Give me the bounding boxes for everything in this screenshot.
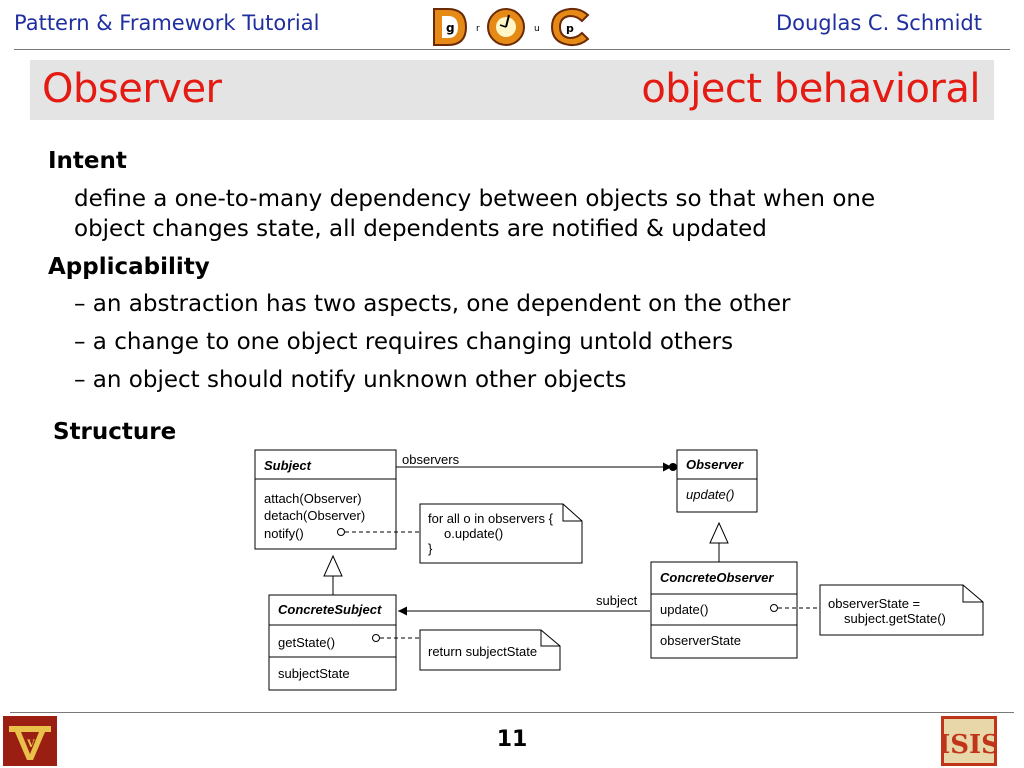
concrete-subject-op: getState() [278, 635, 335, 650]
isis-logo-text: ISIS [941, 730, 997, 760]
subject-inheritance [323, 554, 343, 595]
concrete-observer-class-name: ConcreteObserver [660, 570, 774, 585]
applicability-heading: Applicability [48, 254, 210, 280]
notify-note-line: for all o in observers { [428, 511, 554, 526]
page-number: 11 [496, 727, 528, 752]
applicability-bullet: – a change to one object requires changi… [74, 329, 734, 355]
logo-letter-p: p [566, 22, 574, 35]
header-tutorial-title: Pattern & Framework Tutorial [14, 11, 320, 35]
header-divider [14, 49, 1010, 50]
vanderbilt-logo: V [3, 716, 57, 766]
slide-title: Observer [42, 66, 222, 112]
subject-op: detach(Observer) [264, 508, 365, 523]
subject-op: attach(Observer) [264, 491, 362, 506]
observer-class-name: Observer [686, 457, 744, 472]
update-note-line: observerState = [828, 596, 920, 611]
concrete-subject-attr: subjectState [278, 666, 350, 681]
subject-class-name: Subject [264, 458, 312, 473]
logo-letter-d: g [433, 8, 468, 46]
intent-heading: Intent [48, 148, 127, 174]
observer-op: update() [686, 487, 734, 502]
notify-note-line: o.update() [444, 526, 503, 541]
logo-letter-u: u [534, 24, 540, 34]
observers-association: observers [396, 452, 677, 472]
concrete-observer-attr: observerState [660, 633, 741, 648]
applicability-bullet: – an abstraction has two aspects, one de… [74, 291, 791, 317]
footer-divider [10, 712, 1014, 713]
update-note-line: subject.getState() [844, 611, 946, 626]
observer-class-box: Observer update() [676, 449, 758, 513]
concrete-subject-class-name: ConcreteSubject [278, 602, 382, 617]
subject-class-box: Subject attach(Observer) detach(Observer… [254, 449, 397, 550]
title-bar: Observer object behavioral [30, 60, 994, 120]
notify-note: for all o in observers { o.update() } [337, 503, 583, 564]
header-author: Douglas C. Schmidt [775, 11, 982, 35]
subject-label: subject [596, 593, 638, 608]
doc-group-logo: g r u p [433, 7, 590, 47]
intent-line-1: define a one-to-many dependency between … [74, 186, 876, 212]
structure-heading: Structure [53, 419, 177, 445]
observers-label: observers [402, 452, 460, 467]
logo-letter-o-clock [487, 8, 525, 46]
vanderbilt-logo-letter: V [26, 739, 35, 750]
applicability-bullet: – an object should notify unknown other … [74, 367, 627, 393]
notify-note-line: } [428, 541, 433, 556]
logo-letter-r: r [476, 24, 480, 34]
getstate-note: return subjectState [372, 629, 561, 671]
observer-inheritance [709, 521, 729, 562]
isis-logo: ISIS [941, 716, 997, 766]
intent-line-2: object changes state, all dependents are… [74, 216, 767, 242]
subject-association: subject [398, 593, 650, 616]
concrete-subject-class-box: ConcreteSubject getState() subjectState [268, 594, 397, 691]
logo-letter-g: g [446, 21, 455, 35]
update-note: observerState = subject.getState() [770, 584, 984, 636]
logo-letter-c: p [550, 7, 590, 47]
slide-category: object behavioral [641, 66, 980, 112]
subject-op: notify() [264, 526, 304, 541]
getstate-note-text: return subjectState [428, 644, 537, 659]
concrete-observer-op: update() [660, 602, 708, 617]
